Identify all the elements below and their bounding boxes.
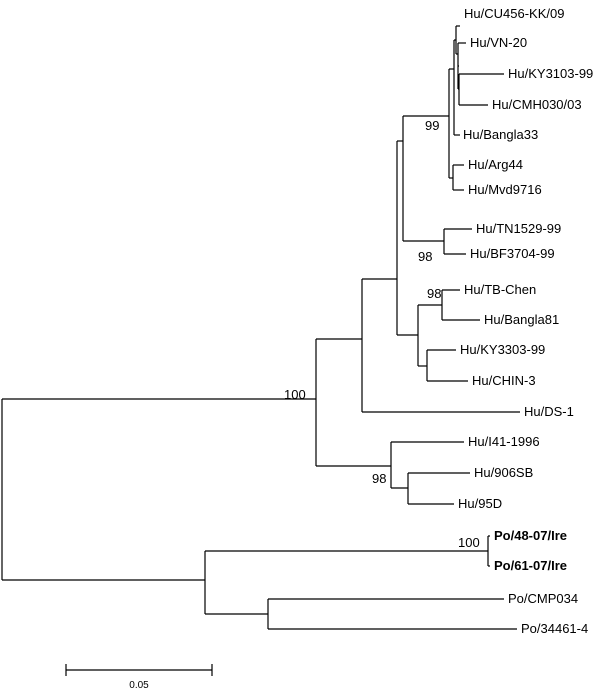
leaf-label: Hu/KY3103-99 xyxy=(508,66,593,81)
tree-branches xyxy=(1,25,520,630)
leaf-label: Hu/I41-1996 xyxy=(468,434,540,449)
leaf-label: Hu/TB-Chen xyxy=(464,282,536,297)
support-value: 98 xyxy=(418,249,432,264)
support-value: 99 xyxy=(425,118,439,133)
leaf-label: Po/CMP034 xyxy=(508,591,578,606)
leaf-label: Hu/TN1529-99 xyxy=(476,221,561,236)
support-value: 98 xyxy=(372,471,386,486)
leaf-label: Hu/DS-1 xyxy=(524,404,574,419)
leaf-label: Hu/Arg44 xyxy=(468,157,523,172)
leaf-label: Hu/KY3303-99 xyxy=(460,342,545,357)
leaf-label: Po/34461-4 xyxy=(521,621,588,636)
leaf-label: Hu/Bangla81 xyxy=(484,312,559,327)
support-value: 98 xyxy=(427,286,441,301)
leaf-label: Hu/CHIN-3 xyxy=(472,373,536,388)
leaf-label: Hu/CMH030/03 xyxy=(492,97,582,112)
support-values: 99 98 98 100 98 100 xyxy=(284,118,480,550)
leaf-labels: Hu/CU456-KK/09 Hu/VN-20 Hu/KY3103-99 Hu/… xyxy=(458,6,593,636)
leaf-label: Hu/BF3704-99 xyxy=(470,246,555,261)
leaf-label: Hu/CU456-KK/09 xyxy=(464,6,564,21)
leaf-label-highlighted: Po/61-07/Ire xyxy=(494,558,567,573)
leaf-label: Hu/906SB xyxy=(474,465,533,480)
support-value: 100 xyxy=(458,535,480,550)
leaf-label: Hu/Mvd9716 xyxy=(468,182,542,197)
scale-bar-label: 0.05 xyxy=(129,680,149,691)
leaf-label: Hu/Bangla33 xyxy=(463,127,538,142)
leaf-label: Hu/95D xyxy=(458,496,502,511)
scale-bar: 0.05 xyxy=(65,664,213,691)
support-value: 100 xyxy=(284,387,306,402)
leaf-label-highlighted: Po/48-07/Ire xyxy=(494,528,567,543)
leaf-label: Hu/VN-20 xyxy=(470,35,527,50)
